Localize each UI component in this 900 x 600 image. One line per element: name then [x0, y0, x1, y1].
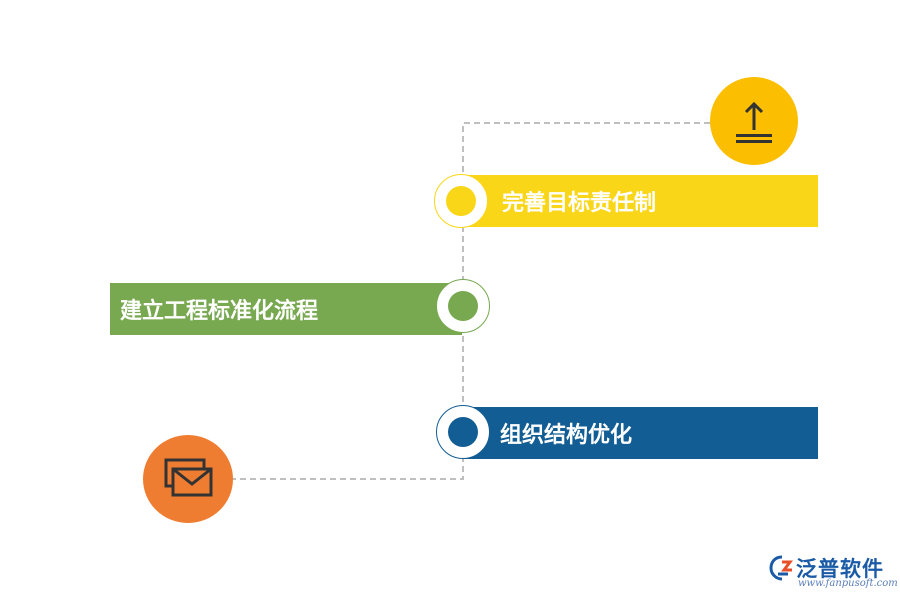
banner-label: 完善目标责任制 — [502, 191, 657, 216]
node-yellow — [434, 174, 488, 228]
node-dot — [448, 291, 478, 321]
banner-label: 组织结构优化 — [500, 423, 633, 448]
node-green — [436, 279, 490, 333]
logo-mark-icon — [769, 555, 793, 581]
mail-badge — [143, 435, 233, 523]
upload-badge — [710, 77, 798, 165]
node-dot — [446, 186, 476, 216]
brand-logo: 泛普软件 www.fanpusoft.com — [768, 550, 898, 592]
banner-org-structure: 组织结构优化 — [462, 407, 818, 459]
logo-url: www.fanpusoft.com — [798, 578, 898, 589]
banner-standardization-process: 建立工程标准化流程 — [110, 283, 462, 335]
upload-icon — [736, 101, 772, 143]
node-dot — [448, 417, 478, 447]
banner-label: 建立工程标准化流程 — [120, 299, 319, 324]
banner-target-responsibility: 完善目标责任制 — [462, 175, 818, 227]
node-blue — [436, 405, 490, 459]
mail-icon — [164, 458, 213, 497]
logo-name: 泛普软件 — [796, 557, 884, 581]
